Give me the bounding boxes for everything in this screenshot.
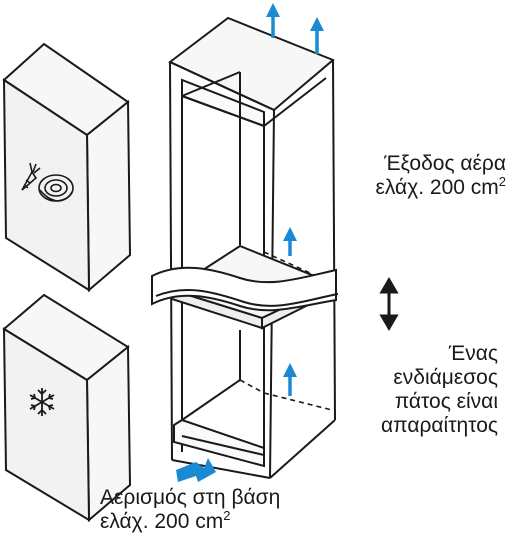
intermediate-floor-line2: ενδιάμεσος xyxy=(393,366,498,389)
intermediate-floor-line1: Ένας xyxy=(448,342,498,365)
carrot-icon xyxy=(21,162,41,191)
base-inlet-arrow-icon xyxy=(176,458,216,482)
airflow-arrows xyxy=(266,2,324,396)
lower-compartment xyxy=(181,330,241,421)
base-ventilation-line1: Αερισμός στη βάση xyxy=(100,486,281,509)
intermediate-floor-label: Ένας ενδιάμεσος πάτος είναι απαραίτητος xyxy=(330,342,498,438)
intermediate-floor-line4: απαραίτητος xyxy=(381,414,498,437)
air-outlet-line2: ελάχ. 200 cm2 xyxy=(375,174,506,199)
intermediate-floor-line3: πάτος είναι xyxy=(394,390,498,413)
air-outlet-label: Έξοδος αέρα ελάχ. 200 cm2 xyxy=(334,152,506,200)
hidden-edges xyxy=(239,251,333,411)
air-outlet-line1: Έξοδος αέρα xyxy=(384,152,506,175)
snowflake-icon xyxy=(29,388,55,416)
height-arrow-icon xyxy=(379,277,399,331)
base-ventilation-line2: ελάχ. 200 cm2 xyxy=(100,508,231,533)
upper-door xyxy=(2,42,132,293)
cabbage-icon xyxy=(38,174,74,202)
cabinet-niche xyxy=(168,16,336,479)
lower-door xyxy=(2,293,132,523)
break-lines xyxy=(151,266,339,312)
base-ventilation-label: Αερισμός στη βάση ελάχ. 200 cm2 xyxy=(100,486,360,534)
